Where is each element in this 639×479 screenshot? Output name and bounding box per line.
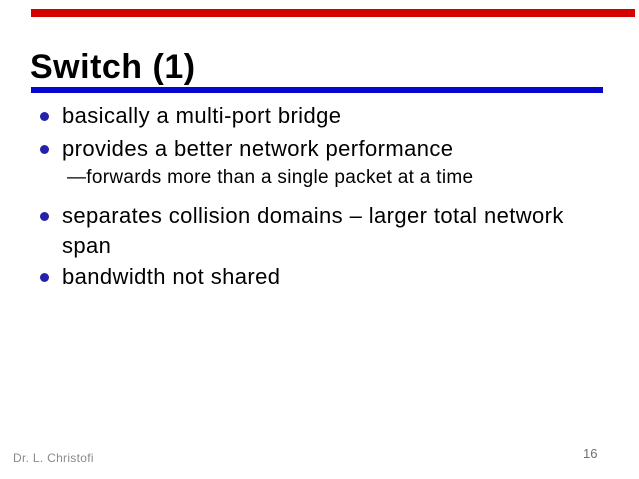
bullet-dot-icon bbox=[40, 212, 49, 221]
top-accent-bar bbox=[31, 9, 635, 17]
title-underline-rule bbox=[31, 87, 603, 93]
bullet-text: separates collision domains – larger tot… bbox=[62, 203, 564, 258]
bullet-text: bandwidth not shared bbox=[62, 264, 281, 289]
bullet-item: separates collision domains – larger tot… bbox=[40, 201, 572, 261]
bullet-dot-icon bbox=[40, 112, 49, 121]
bullet-text: provides a better network performance bbox=[62, 136, 454, 161]
footer-author: Dr. L. Christofi bbox=[13, 451, 94, 465]
sub-bullet-item: —forwards more than a single packet at a… bbox=[67, 165, 473, 191]
bullet-item: bandwidth not shared bbox=[40, 262, 280, 292]
bullet-text: basically a multi-port bridge bbox=[62, 103, 342, 128]
bullet-item: provides a better network performance bbox=[40, 134, 453, 164]
footer-page-number: 16 bbox=[583, 446, 598, 461]
slide-title: Switch (1) bbox=[30, 48, 196, 86]
bullet-item: basically a multi-port bridge bbox=[40, 101, 341, 131]
bullet-dot-icon bbox=[40, 145, 49, 154]
sub-bullet-text: —forwards more than a single packet at a… bbox=[67, 167, 474, 188]
bullet-dot-icon bbox=[40, 273, 49, 282]
